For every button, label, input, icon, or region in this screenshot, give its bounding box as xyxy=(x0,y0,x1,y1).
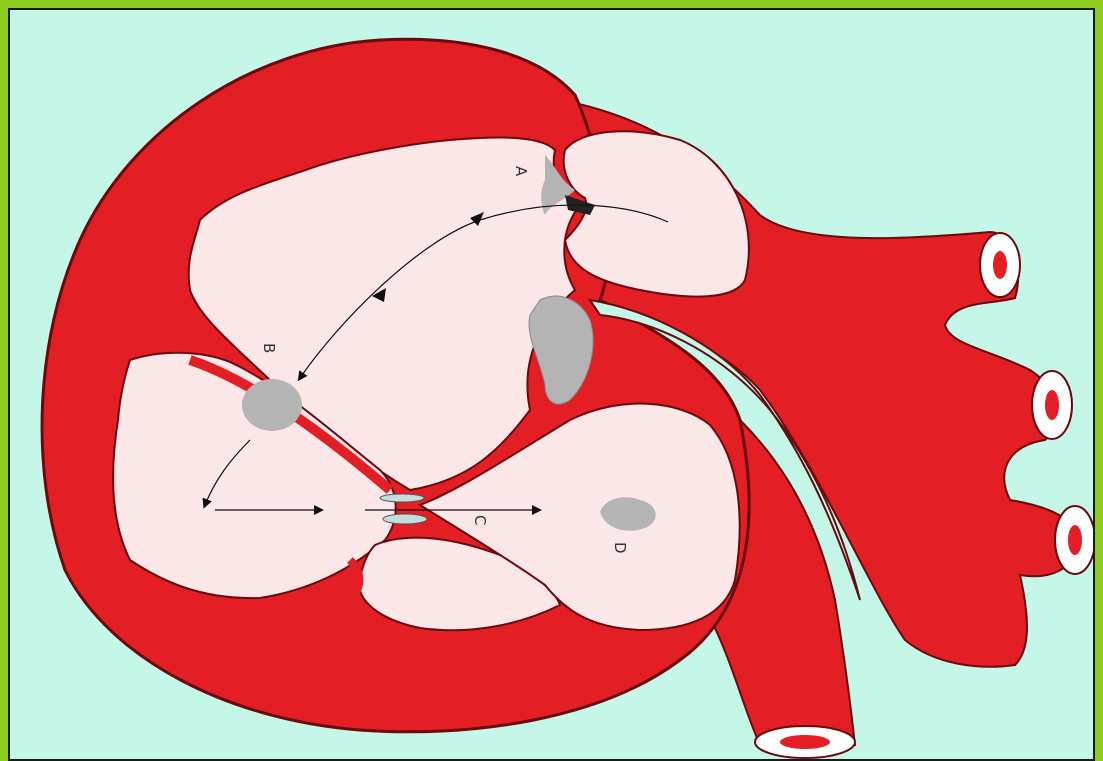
valve-upper-top xyxy=(380,494,424,502)
chamber-upper-right xyxy=(564,131,749,296)
node-av xyxy=(242,379,302,431)
label-d: D xyxy=(611,542,629,554)
label-b: B xyxy=(260,343,278,353)
vessel-opening-3-lumen xyxy=(1068,525,1082,555)
vessel-opening-bottom-lumen xyxy=(780,735,830,749)
label-c: C xyxy=(471,515,489,525)
label-a: A xyxy=(512,166,530,177)
vessel-opening-1-lumen xyxy=(993,251,1007,279)
valve-upper-bottom xyxy=(383,514,427,524)
vessel-opening-2-lumen xyxy=(1045,390,1059,420)
